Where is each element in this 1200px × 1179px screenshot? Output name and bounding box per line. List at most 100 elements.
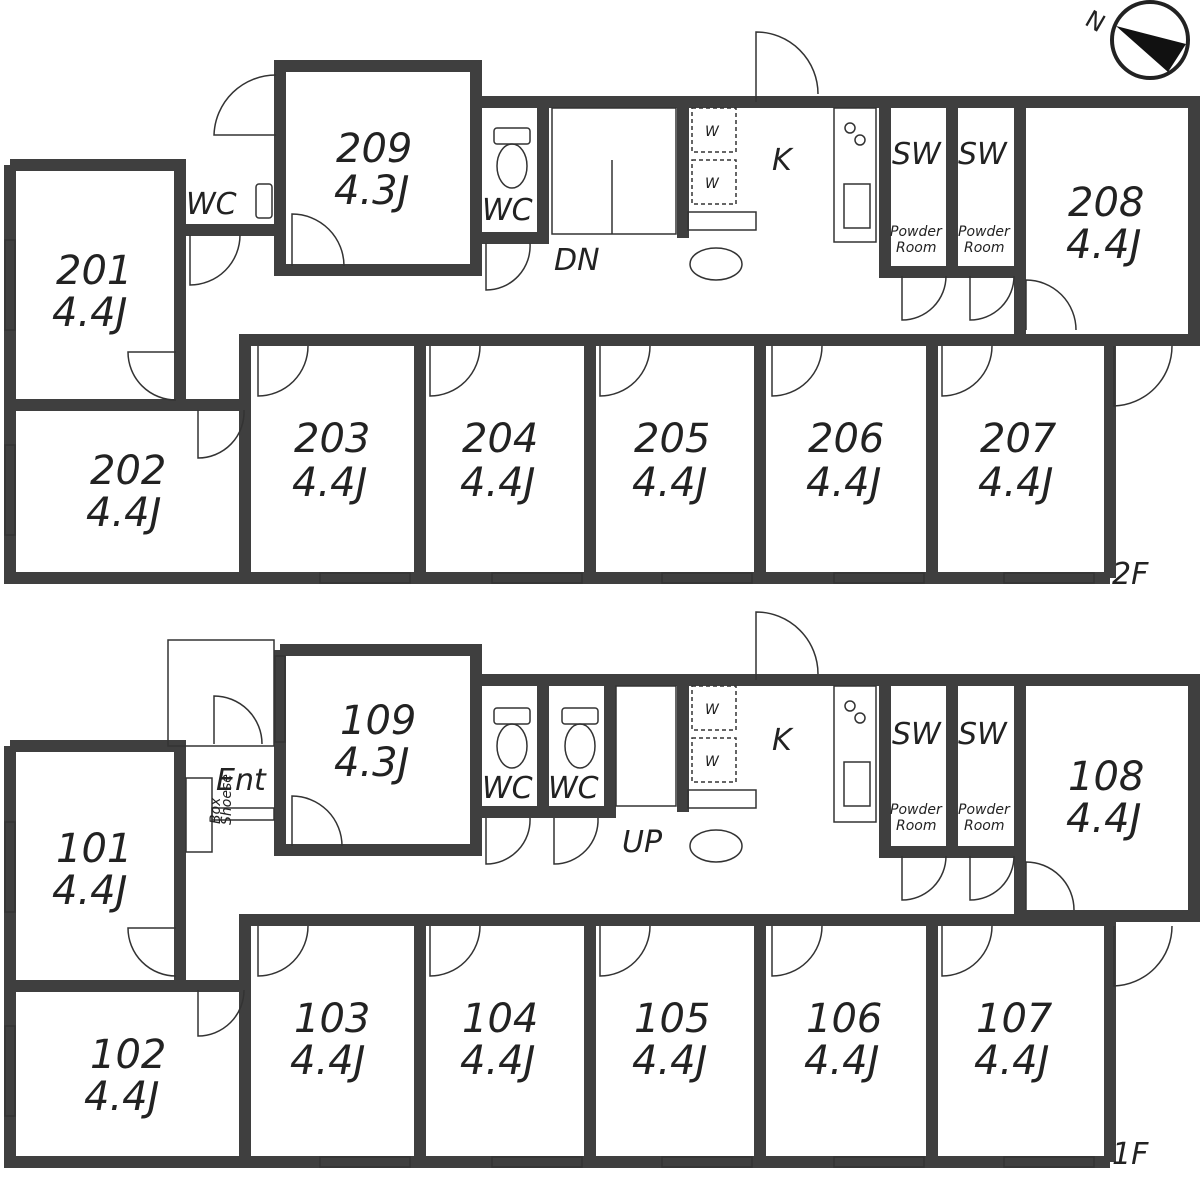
powder-1f-1b: Room — [896, 818, 937, 834]
door-2f-wc2 — [485, 242, 531, 291]
stove-2f-2 — [854, 134, 866, 146]
window-2f-206 — [833, 572, 925, 584]
room-104-number: 104 — [462, 996, 538, 1042]
floor-1f-label: 1F — [1112, 1137, 1149, 1172]
door-102 — [197, 989, 245, 1037]
powder-1f-2b: Room — [964, 818, 1005, 834]
shoe-box-1f-label: Shoese — [219, 774, 235, 825]
door-2f-wc-left — [189, 234, 241, 286]
door-2f-pr1 — [901, 275, 947, 321]
floor-2f-labels: 209 4.3J 201 4.4J 202 4.4J 203 4.4J 204 … — [52, 124, 1149, 592]
wall-2f-wc2 — [482, 102, 549, 244]
kitchen-counter-2f — [833, 107, 877, 243]
wall-1f-wc2 — [543, 680, 616, 818]
window-2f-202 — [4, 444, 16, 536]
entrance-1f-label: Ent — [216, 763, 267, 798]
shower-1f-label-2: SW — [958, 717, 1008, 752]
shower-2f-label-1: SW — [892, 137, 942, 172]
room-107-size: 4.4J — [974, 1038, 1049, 1084]
door-203 — [257, 345, 309, 397]
kitchen-counter-1f — [833, 685, 877, 823]
window-1f-105 — [661, 1156, 753, 1168]
washer-1f-label-2: W — [705, 754, 720, 770]
kitchen-2f-label: K — [772, 143, 794, 178]
door-106 — [771, 925, 823, 977]
washer-2f-label-2: W — [705, 176, 720, 192]
wall-209 — [274, 66, 482, 276]
door-208 — [1025, 279, 1077, 331]
powder-2f-2b: Room — [964, 240, 1005, 256]
room-202-number: 202 — [90, 448, 166, 494]
compass-needle — [1116, 26, 1186, 72]
room-102-number: 102 — [90, 1032, 166, 1078]
door-201 — [127, 351, 177, 401]
floor-2f-label: 2F — [1112, 557, 1149, 592]
room-208-size: 4.4J — [1066, 222, 1141, 268]
floor-1f-labels: 109 4.3J 101 4.4J 102 4.4J 103 4.4J 104 … — [52, 698, 1149, 1172]
door-202 — [197, 409, 245, 459]
room-202-size: 4.4J — [86, 490, 161, 536]
room-203-size: 4.4J — [292, 460, 367, 506]
room-108-number: 108 — [1068, 754, 1144, 800]
window-2f-204 — [491, 572, 583, 584]
room-205-size: 4.4J — [632, 460, 707, 506]
room-107-number: 107 — [976, 996, 1053, 1042]
door-104 — [429, 925, 481, 977]
door-2f-main — [755, 31, 819, 102]
room-108-size: 4.4J — [1066, 796, 1141, 842]
toilet-1f-1-bowl — [496, 723, 528, 769]
window-1f-102 — [4, 1025, 16, 1117]
door-108 — [1025, 861, 1075, 911]
stairs-2f — [551, 107, 677, 235]
window-1f-106 — [833, 1156, 925, 1168]
room-106-size: 4.4J — [804, 1038, 879, 1084]
room-104-size: 4.4J — [460, 1038, 535, 1084]
compass-north-label: N — [1080, 5, 1110, 38]
floor-1f — [4, 644, 1200, 1168]
counter-2f — [687, 211, 757, 231]
washer-2f-2 — [691, 159, 737, 205]
window-1f-109 — [274, 655, 286, 743]
door-1f-pr1 — [901, 855, 947, 901]
stairs-2f-label: DN — [554, 243, 600, 278]
door-207 — [941, 345, 993, 397]
stairs-1f — [615, 685, 677, 807]
room-103-number: 103 — [294, 996, 370, 1042]
door-109 — [291, 795, 343, 847]
toilet-2f-bowl — [496, 143, 528, 189]
washer-2f-label-1: W — [705, 124, 720, 140]
wall-1f-outer — [4, 746, 1110, 1168]
room-203-number: 203 — [294, 416, 370, 462]
powder-2f-1a: Powder — [890, 224, 943, 240]
stove-2f-1 — [844, 122, 856, 134]
room-207-number: 207 — [980, 416, 1057, 462]
toilet-1f-1-tank — [493, 707, 531, 725]
entrance-step-1f — [211, 807, 275, 821]
powder-1f-1a: Powder — [890, 802, 943, 818]
toilet-2f-left-tank — [255, 183, 273, 219]
window-2f-207 — [1003, 572, 1095, 584]
door-1f-pr2 — [969, 855, 1015, 901]
door-1f-entrance — [213, 695, 263, 745]
wall-2f-row — [239, 334, 1110, 578]
wc-1f-label-1: WC — [482, 771, 533, 806]
room-105-size: 4.4J — [632, 1038, 707, 1084]
toilet-1f-2-tank — [561, 707, 599, 725]
floor-1f-details — [4, 611, 1173, 1168]
room-109-number: 109 — [340, 698, 416, 744]
door-206 — [771, 345, 823, 397]
powder-2f-2a: Powder — [958, 224, 1011, 240]
window-1f-103 — [319, 1156, 411, 1168]
floor-2f — [4, 60, 1200, 584]
stove-1f-2 — [854, 712, 866, 724]
shower-1f-label-1: SW — [892, 717, 942, 752]
room-201-number: 201 — [56, 248, 132, 294]
door-209-outer — [213, 74, 277, 136]
door-2f-pr2 — [969, 275, 1015, 321]
shower-2f-label-2: SW — [958, 137, 1008, 172]
room-109-size: 4.3J — [334, 740, 409, 786]
porch-1f — [167, 639, 275, 747]
door-2f-hall — [1113, 345, 1173, 407]
door-107 — [941, 925, 993, 977]
room-204-number: 204 — [462, 416, 538, 462]
